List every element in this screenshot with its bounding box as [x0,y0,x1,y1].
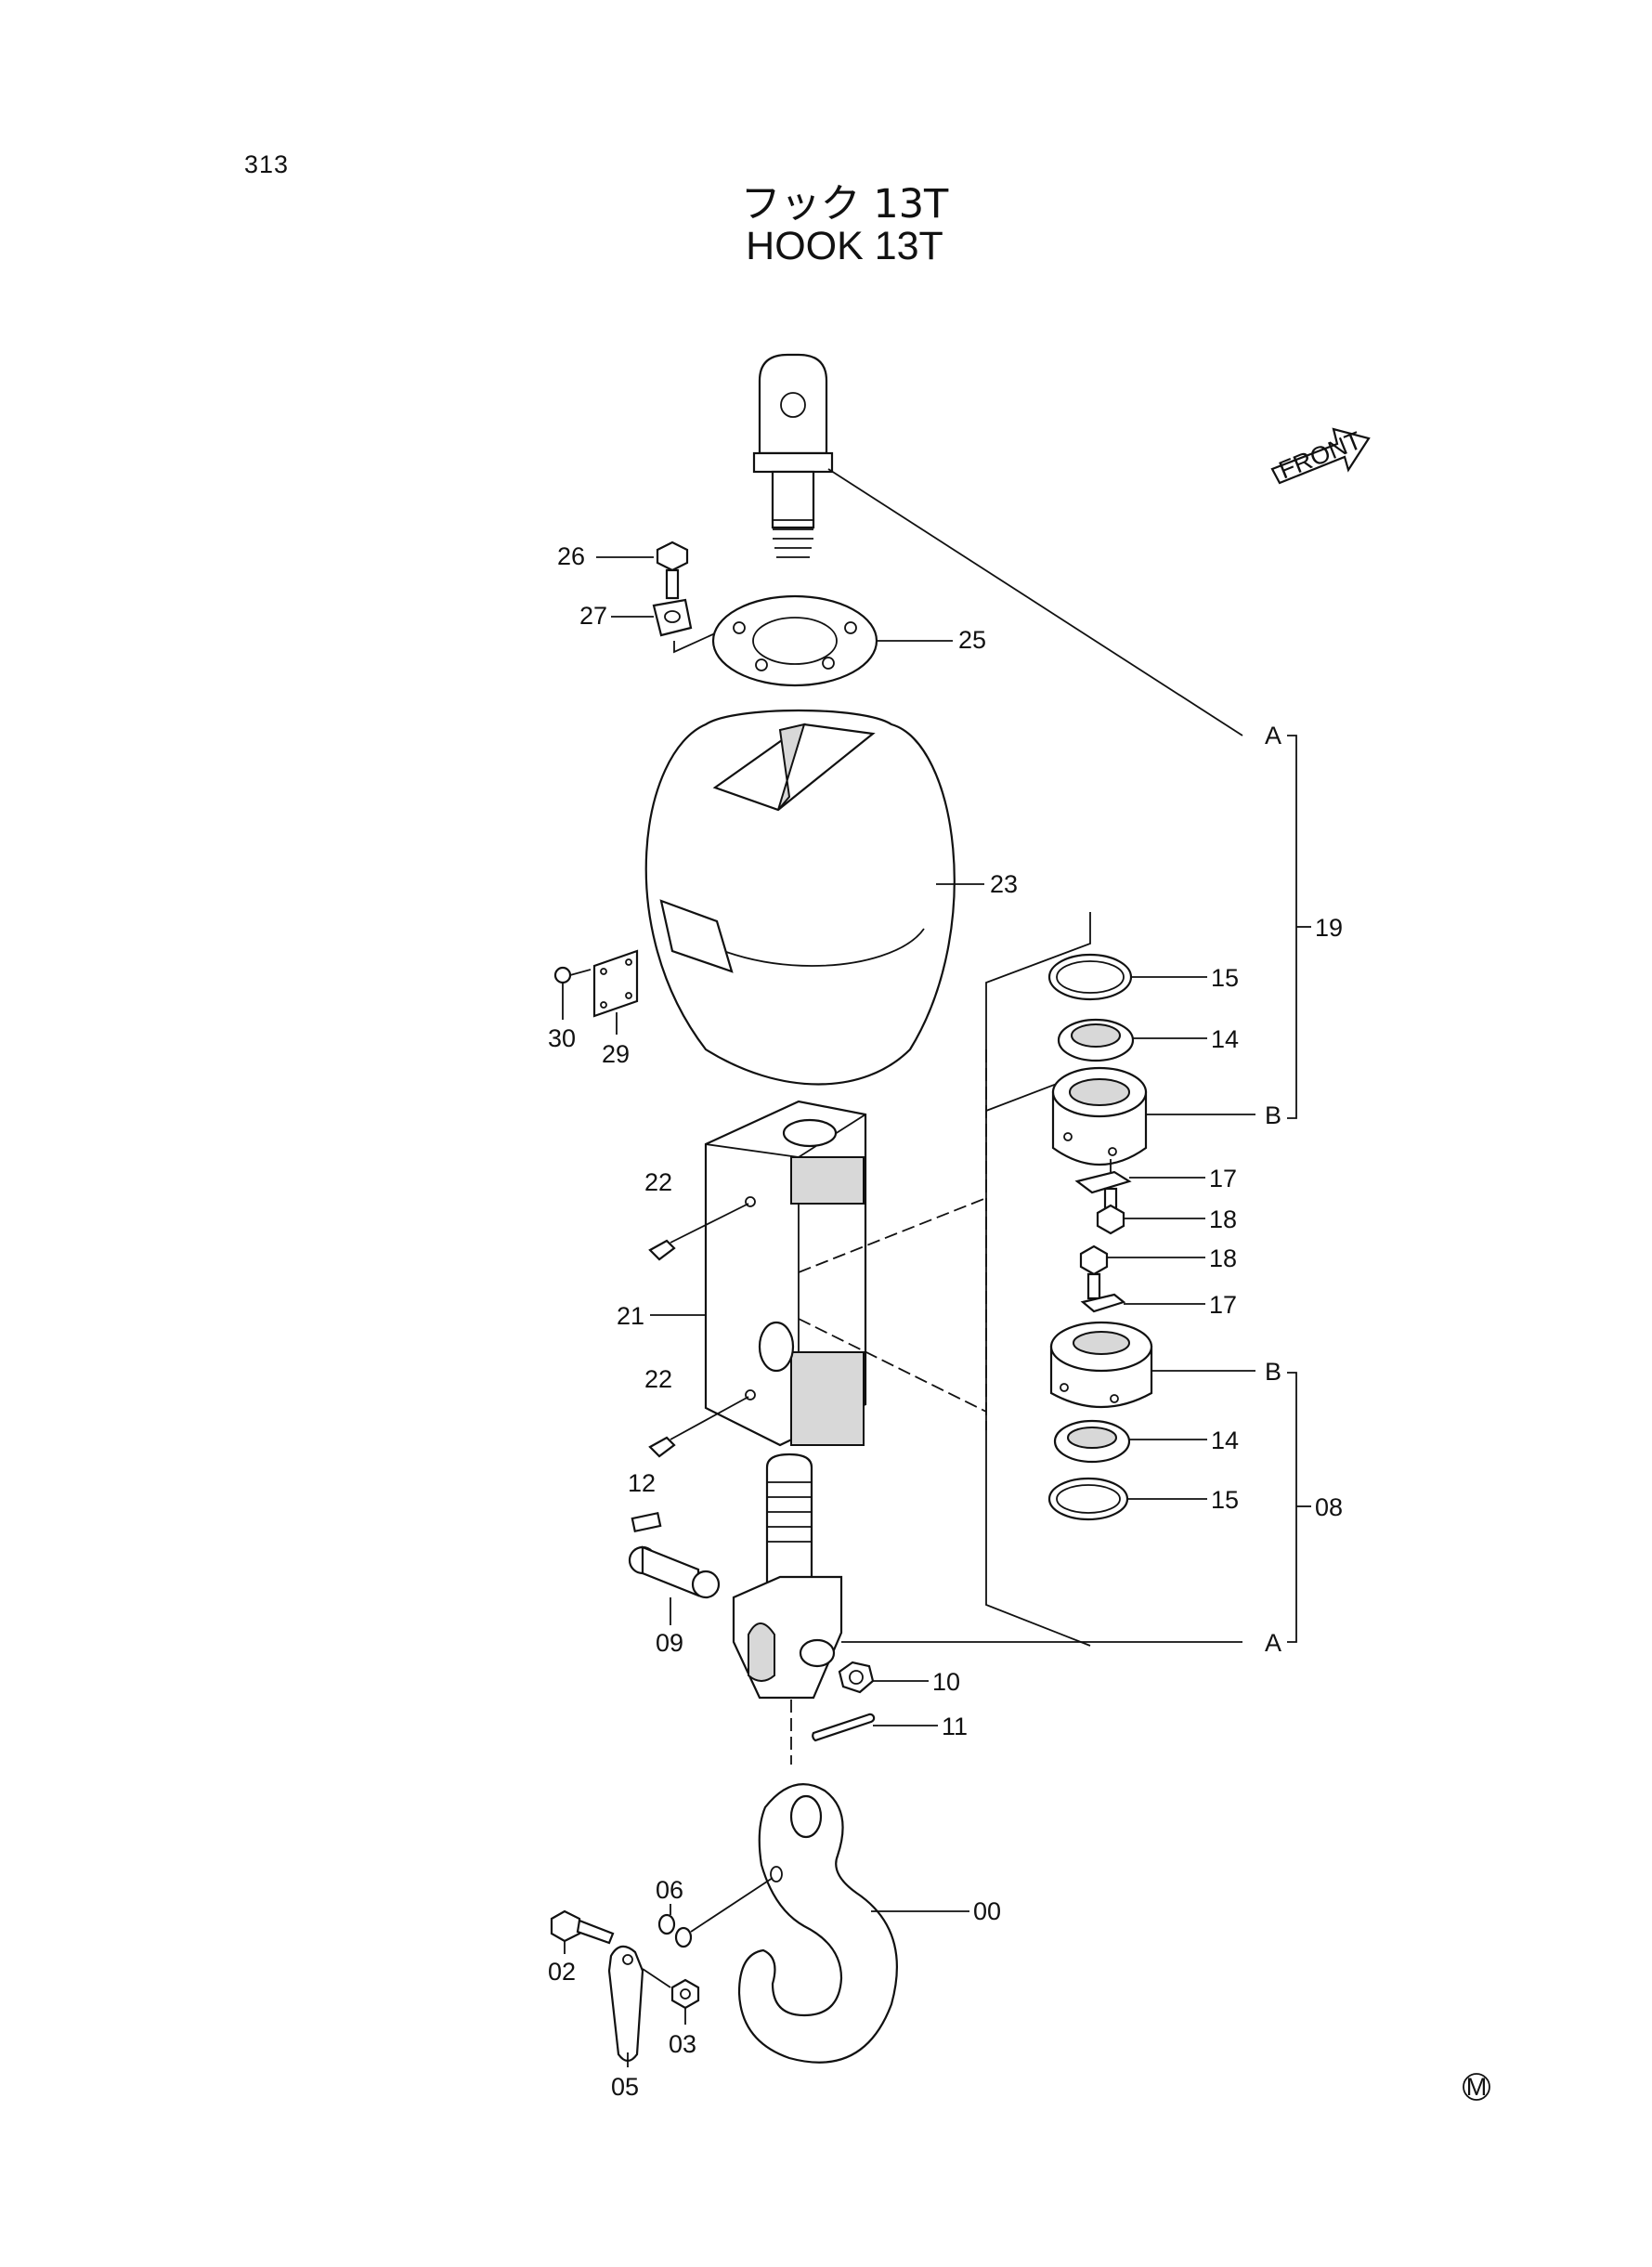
assembly-dashed-lines [798,1197,987,1413]
lock-washer-icon [652,598,693,637]
bolt-icon [1096,1187,1125,1235]
callout-15-lower: 15 [1211,1486,1239,1514]
callout-03: 03 [669,2030,696,2058]
castle-nut-icon [838,1661,875,1694]
callout-18-lower: 18 [1209,1244,1237,1272]
callout-14-lower: 14 [1211,1427,1239,1454]
title-english: HOOK 13T [746,224,943,268]
svg-text:M: M [1466,2073,1488,2101]
lock-plate-17 [1074,1170,1132,1194]
key-12 [631,1511,662,1533]
callout-22-upper: 22 [644,1168,672,1196]
callout-14-upper: 14 [1211,1025,1239,1053]
bolt-icon [1079,1244,1109,1300]
callout-29: 29 [602,1040,630,1068]
page-number: 313 [244,150,290,178]
callout-30: 30 [548,1024,576,1052]
callout-22-lower: 22 [644,1365,672,1393]
callout-19: 19 [1315,914,1343,942]
ref-a-lower: A [1265,1629,1281,1657]
front-arrow-icon: FRONT [1270,426,1371,485]
title-japanese: フック 13T [740,181,949,228]
pin-09 [628,1545,721,1599]
callout-12: 12 [628,1469,656,1497]
spring-pin-icon [657,1913,693,1948]
ref-a-upper: A [1265,722,1281,749]
counterweight-23 [644,709,956,1086]
callout-02: 02 [548,1958,576,1986]
hook-frame-21 [704,1100,867,1447]
callout-15-upper: 15 [1211,964,1239,992]
callout-10: 10 [932,1668,960,1696]
callout-17-lower: 17 [1209,1291,1237,1319]
lock-plate-17 [1080,1293,1126,1313]
bolt-icon [656,541,689,600]
trunnion-bracket [985,912,1091,1647]
callout-21: 21 [617,1302,644,1330]
callout-23: 23 [990,870,1018,898]
nut-icon [670,1978,700,2010]
callout-17-upper: 17 [1209,1165,1237,1192]
callout-27: 27 [579,602,607,630]
screw-icon [553,966,592,984]
bracket-19 [1287,735,1297,1119]
ref-b-upper: B [1265,1101,1281,1129]
name-plate-29 [592,949,639,1018]
grease-nipple-icon [648,1203,749,1261]
bolt-icon [550,1909,615,1945]
bearing-14 [1053,1419,1131,1464]
bracket-08 [1287,1372,1297,1643]
trunnion-collar-b [1051,1066,1148,1166]
bearing-14 [1057,1018,1135,1062]
hook-yoke [732,1453,843,1700]
crane-hook-00 [737,1783,898,2064]
callout-11: 11 [942,1713,968,1740]
safety-latch-05 [607,1945,644,2063]
callout-00: 00 [973,1897,1001,1925]
circled-m-mark: M [1463,2073,1490,2101]
cotter-pin-icon [812,1713,876,1742]
leader-line-a-top [827,468,1243,736]
callout-05: 05 [611,2073,639,2101]
trunnion-collar-b [1049,1321,1153,1408]
o-ring-15 [1047,1477,1129,1521]
top-plate-25 [711,594,878,687]
ref-b-lower: B [1265,1358,1281,1386]
callout-25: 25 [958,626,986,654]
callout-06: 06 [656,1876,683,1904]
o-ring-15 [1047,953,1133,1001]
callout-26: 26 [557,542,585,570]
callout-08: 08 [1315,1493,1343,1521]
callout-18-upper: 18 [1209,1205,1237,1233]
front-label: FRONT [1275,426,1365,485]
upper-clevis-pin [752,353,834,558]
grease-nipple-icon [648,1396,749,1458]
callout-09: 09 [656,1629,683,1657]
